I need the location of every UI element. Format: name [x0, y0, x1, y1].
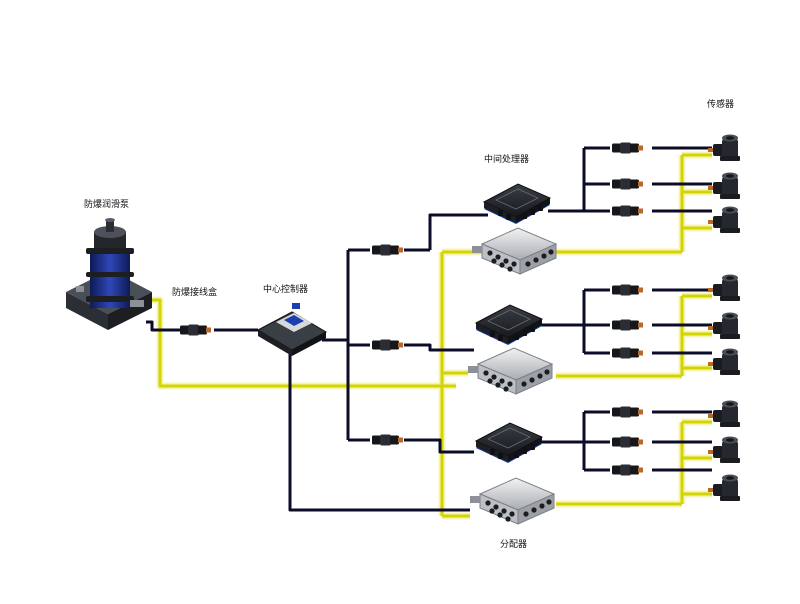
connector-icon: [372, 434, 403, 446]
connector-icon: [612, 205, 643, 217]
connector-icon: [612, 142, 643, 154]
connector-icon: [612, 406, 643, 418]
connector-icon: [372, 339, 403, 351]
processor-icon: [483, 183, 551, 225]
pump-label: 防爆润滑泵: [84, 200, 130, 210]
sensor-icon: [708, 400, 740, 427]
sensor-icon: [708, 134, 740, 161]
signal-lines: [146, 146, 712, 512]
connector-icon: [612, 284, 643, 296]
distributor-label: 分配器: [500, 540, 528, 550]
oil-lines: [150, 151, 712, 520]
connector-icon: [612, 347, 643, 359]
sensor-icon: [708, 436, 740, 463]
sensor-icon: [708, 172, 740, 199]
sensor-icon: [708, 312, 740, 339]
connector-icon: [612, 464, 643, 476]
connector-icon: [372, 244, 403, 256]
controller-icon: [256, 303, 328, 356]
sensor-icon: [708, 274, 740, 301]
processor-icon: [475, 304, 543, 346]
junction-box-icon: [180, 324, 211, 336]
distributor-icon: [469, 477, 555, 525]
connector-icon: [612, 319, 643, 331]
processor-icon: [475, 422, 543, 464]
central-controller-label: 中心控制器: [263, 285, 309, 295]
distributor-icon: [471, 227, 557, 275]
connector-icon: [612, 178, 643, 190]
sensor-label: 传感器: [707, 100, 735, 110]
pump-icon: [66, 218, 152, 330]
intermediate-processor-label: 中间处理器: [484, 155, 530, 165]
sensor-icon: [708, 206, 740, 233]
connector-icon: [612, 436, 643, 448]
sensor-icon: [708, 474, 740, 501]
sensor-icon: [708, 348, 740, 375]
distributor-icon: [467, 347, 553, 395]
junction-box-label: 防爆接线盒: [172, 288, 218, 298]
